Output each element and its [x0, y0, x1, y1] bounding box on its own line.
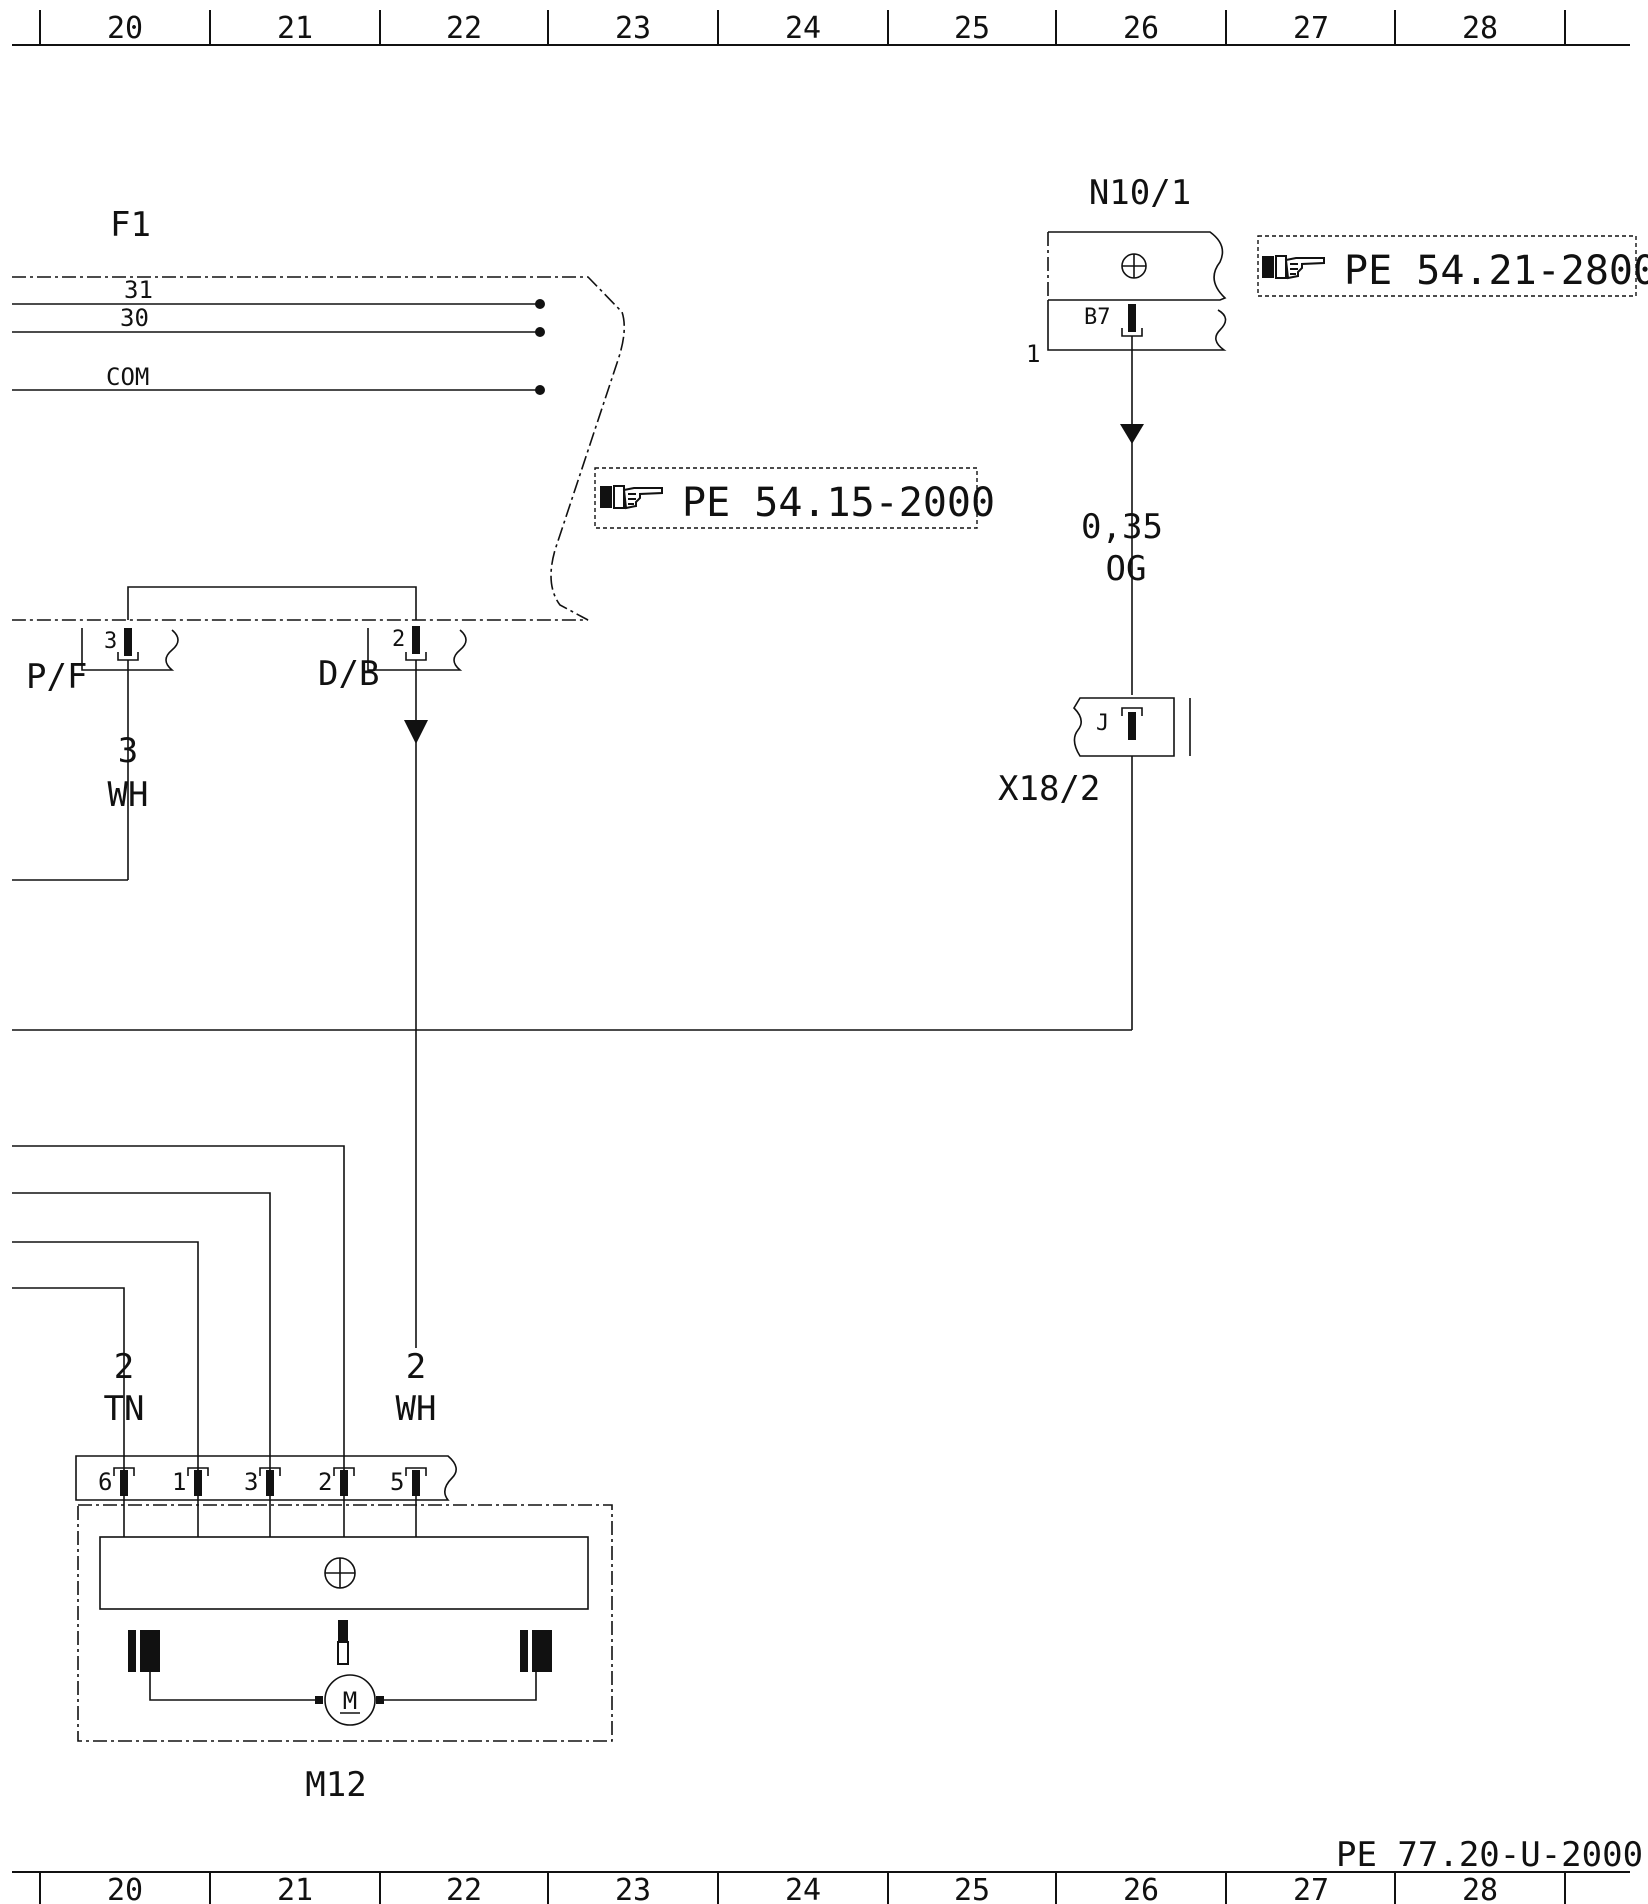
pf-pin: 3	[104, 629, 117, 654]
m12-title: M12	[305, 1765, 366, 1805]
ref-pe-54-15-2000[interactable]: PE 54.15-2000	[594, 467, 995, 529]
ruler-top-23: 23	[615, 11, 651, 46]
ruler-top-21: 21	[277, 11, 313, 46]
ruler-top-20: 20	[107, 11, 143, 46]
hand-pointer-icon	[1261, 255, 1325, 279]
f1-title: F1	[110, 205, 151, 245]
connector-x18-2: J X18/2	[12, 697, 1191, 1031]
ruler-bottom-26: 26	[1123, 1873, 1159, 1904]
ruler-bottom-21: 21	[277, 1873, 313, 1904]
m12-pin-6: 6	[98, 1468, 112, 1496]
db-pin: 2	[392, 627, 405, 652]
n10-wire-color: OG	[1106, 549, 1147, 589]
m12-pin-1: 1	[172, 1468, 186, 1496]
connector-db: 2 D/B	[318, 626, 467, 1348]
ruler-bottom-27: 27	[1293, 1873, 1329, 1904]
motor-symbol: M	[343, 1687, 357, 1715]
pf-wire-size: 3	[118, 731, 138, 771]
ruler-bottom-20: 20	[107, 1873, 143, 1904]
ruler-bottom-24: 24	[785, 1873, 821, 1904]
f1-term-31: 31	[124, 276, 153, 304]
ruler-bottom-28: 28	[1462, 1873, 1498, 1904]
m12-wires: 2 TN 2 WH	[12, 1145, 437, 1470]
ruler-bottom-25: 25	[954, 1873, 990, 1904]
signal-arrow-icon	[404, 720, 428, 744]
ref-right-text: PE 54.21-2800	[1344, 248, 1648, 294]
ref-pe-54-21-2800[interactable]: PE 54.21-2800	[1257, 235, 1648, 297]
wh-wire-color: WH	[396, 1389, 437, 1429]
ruler-top-25: 25	[954, 11, 990, 46]
tn-wire-size: 2	[114, 1347, 134, 1387]
x18-pin: J	[1096, 711, 1109, 736]
motor-icon	[324, 1674, 376, 1726]
f1-component: F1 31 30 COM	[12, 205, 626, 621]
ruler-top-24: 24	[785, 11, 821, 46]
ruler-top-28: 28	[1462, 11, 1498, 46]
m12-pin-5: 5	[390, 1468, 404, 1496]
pf-wire-color: WH	[108, 775, 149, 815]
n10-wire-size: 0,35	[1081, 507, 1163, 547]
tn-wire-color: TN	[104, 1389, 145, 1429]
wh-wire-size: 2	[406, 1347, 426, 1387]
db-label: D/B	[318, 654, 379, 694]
footer-ref: PE 77.20-U-2000-99	[1336, 1835, 1648, 1875]
n10-pin: B7	[1084, 305, 1111, 330]
m12-component: 6 1 3 2 5 M M12	[75, 1455, 613, 1805]
connector-pf: 3 P/F 3 WH	[12, 628, 179, 881]
m12-pin-3: 3	[244, 1468, 258, 1496]
f1-term-30: 30	[120, 304, 149, 332]
signal-arrow-icon	[1120, 424, 1144, 444]
ruler-top-27: 27	[1293, 11, 1329, 46]
hand-pointer-icon	[599, 485, 663, 509]
ruler-bottom-23: 23	[615, 1873, 651, 1904]
ruler-bottom-22: 22	[446, 1873, 482, 1904]
ref-left-text: PE 54.15-2000	[682, 480, 995, 526]
ruler-top: 20 21 22 23 24 25 26 27 28	[12, 10, 1630, 46]
n10-component: N10/1 B7 1 0,35 OG	[1026, 173, 1227, 695]
ruler-top-22: 22	[446, 11, 482, 46]
n10-row: 1	[1026, 340, 1040, 368]
ruler-top-26: 26	[1123, 11, 1159, 46]
x18-label: X18/2	[998, 769, 1100, 809]
f1-term-com: COM	[106, 363, 149, 391]
m12-pin-2: 2	[318, 1468, 332, 1496]
n10-title: N10/1	[1089, 173, 1191, 213]
ruler-bottom: 20 21 22 23 24 25 26 27 28	[12, 1871, 1630, 1904]
pf-label: P/F	[26, 657, 87, 697]
